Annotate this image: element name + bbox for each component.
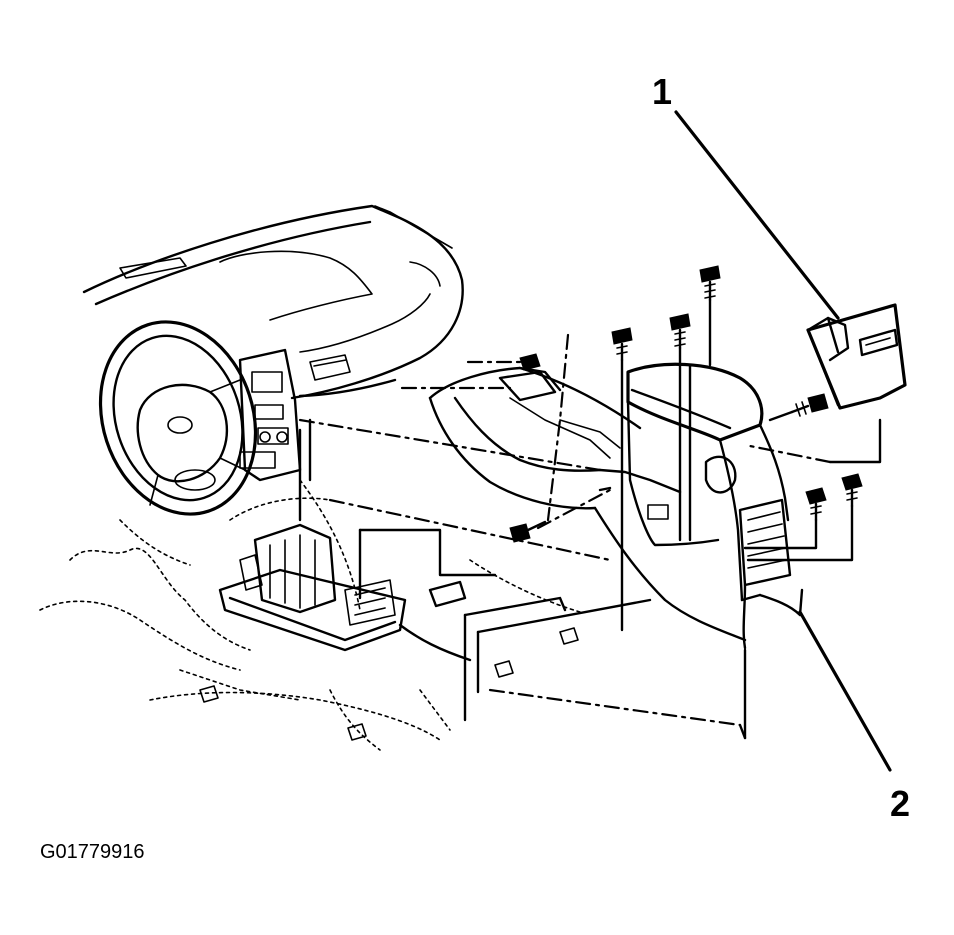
shifter-assembly bbox=[218, 523, 472, 662]
bolt-icon bbox=[611, 327, 633, 362]
fasteners bbox=[509, 265, 863, 543]
bolt-icon bbox=[790, 393, 829, 417]
floor-outline bbox=[39, 479, 581, 751]
console-trim-panel bbox=[806, 303, 907, 410]
callout-2-leader bbox=[798, 610, 892, 772]
alignment-lines bbox=[298, 298, 882, 740]
steering-wheel bbox=[98, 320, 258, 516]
bolt-icon bbox=[699, 265, 721, 302]
callout-label-2: 2 bbox=[890, 783, 911, 824]
bolt-icon bbox=[509, 520, 547, 543]
callout-label-1: 1 bbox=[652, 71, 673, 112]
callout-1-leader bbox=[674, 110, 840, 320]
bolt-icon bbox=[519, 353, 541, 371]
figure-id-label: G01779916 bbox=[40, 841, 145, 863]
bolt-icon bbox=[669, 313, 691, 350]
bolt-icon bbox=[841, 473, 863, 508]
bolt-icon bbox=[805, 487, 827, 522]
floor-console bbox=[428, 362, 804, 650]
